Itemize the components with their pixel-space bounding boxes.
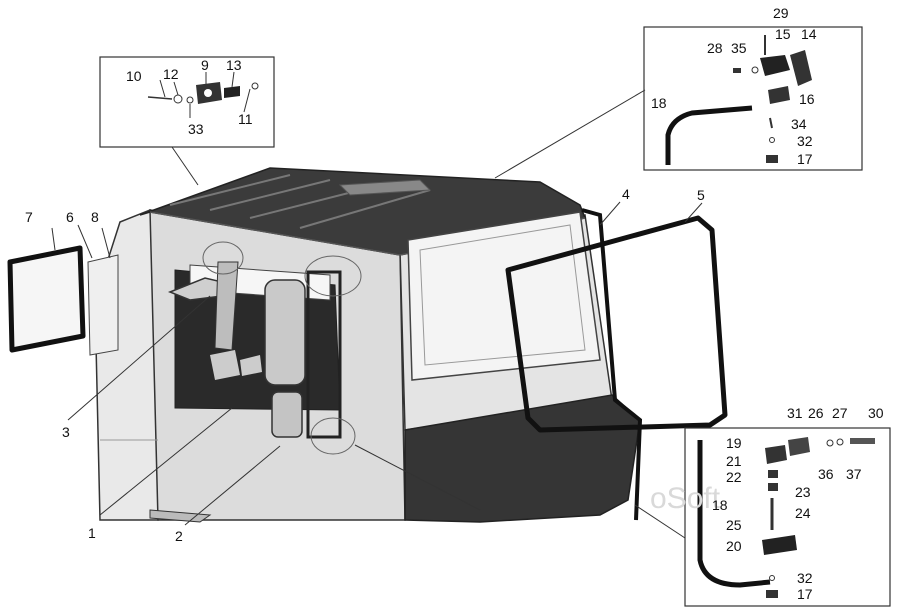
label-25: 25 bbox=[726, 517, 742, 533]
label-32-top: 32 bbox=[797, 133, 813, 149]
label-24: 24 bbox=[795, 505, 811, 521]
watermark-text: oSoft bbox=[650, 482, 721, 515]
detail-circle-mirror-bottom bbox=[310, 417, 356, 455]
label-1: 1 bbox=[88, 525, 96, 541]
label-12: 12 bbox=[163, 66, 179, 82]
label-32-bottom: 32 bbox=[797, 570, 813, 586]
label-34: 34 bbox=[791, 116, 807, 132]
label-36: 36 bbox=[818, 466, 834, 482]
label-15: 15 bbox=[775, 26, 791, 42]
label-17-bottom: 17 bbox=[797, 586, 813, 602]
label-22: 22 bbox=[726, 469, 742, 485]
label-26: 26 bbox=[808, 405, 824, 421]
label-37: 37 bbox=[846, 466, 862, 482]
label-29: 29 bbox=[773, 5, 789, 21]
sun-visor-mirror bbox=[167, 261, 239, 351]
inset-detail-top-right bbox=[643, 26, 863, 171]
label-2: 2 bbox=[175, 528, 183, 544]
side-glass-seal bbox=[7, 245, 86, 353]
side-window-opening bbox=[407, 211, 601, 381]
label-19: 19 bbox=[726, 435, 742, 451]
label-27: 27 bbox=[832, 405, 848, 421]
label-6: 6 bbox=[66, 209, 74, 225]
label-10: 10 bbox=[126, 68, 142, 84]
label-16: 16 bbox=[799, 91, 815, 107]
label-14: 14 bbox=[801, 26, 817, 42]
label-7: 7 bbox=[25, 209, 33, 225]
inset-detail-bottom-right bbox=[684, 427, 891, 607]
label-35: 35 bbox=[731, 40, 747, 56]
rear-view-mirror bbox=[264, 270, 342, 439]
label-8: 8 bbox=[91, 209, 99, 225]
label-11: 11 bbox=[238, 111, 253, 127]
windshield-seal bbox=[505, 215, 728, 433]
label-23: 23 bbox=[795, 484, 811, 500]
label-21: 21 bbox=[726, 453, 742, 469]
label-33: 33 bbox=[188, 121, 204, 137]
leader-lines bbox=[51, 71, 703, 539]
label-31: 31 bbox=[787, 405, 803, 421]
label-18-bottom: 18 bbox=[712, 497, 728, 513]
label-5: 5 bbox=[697, 187, 705, 203]
label-20: 20 bbox=[726, 538, 742, 554]
callout-labels: 1 2 3 4 5 6 7 8 9 10 11 12 13 33 29 15 1… bbox=[25, 5, 884, 602]
label-28: 28 bbox=[707, 40, 723, 56]
label-4: 4 bbox=[622, 186, 630, 202]
detail-circle-mirror-top bbox=[304, 255, 362, 297]
label-3: 3 bbox=[62, 424, 70, 440]
detail-circle-top bbox=[202, 241, 244, 275]
side-glass-panel bbox=[87, 254, 119, 356]
inset-detail-top-left bbox=[99, 56, 275, 148]
label-17-top: 17 bbox=[797, 151, 813, 167]
label-9: 9 bbox=[201, 57, 209, 73]
label-18-top: 18 bbox=[651, 95, 667, 111]
label-13: 13 bbox=[226, 57, 242, 73]
label-30: 30 bbox=[868, 405, 884, 421]
windshield-frame bbox=[581, 208, 643, 521]
